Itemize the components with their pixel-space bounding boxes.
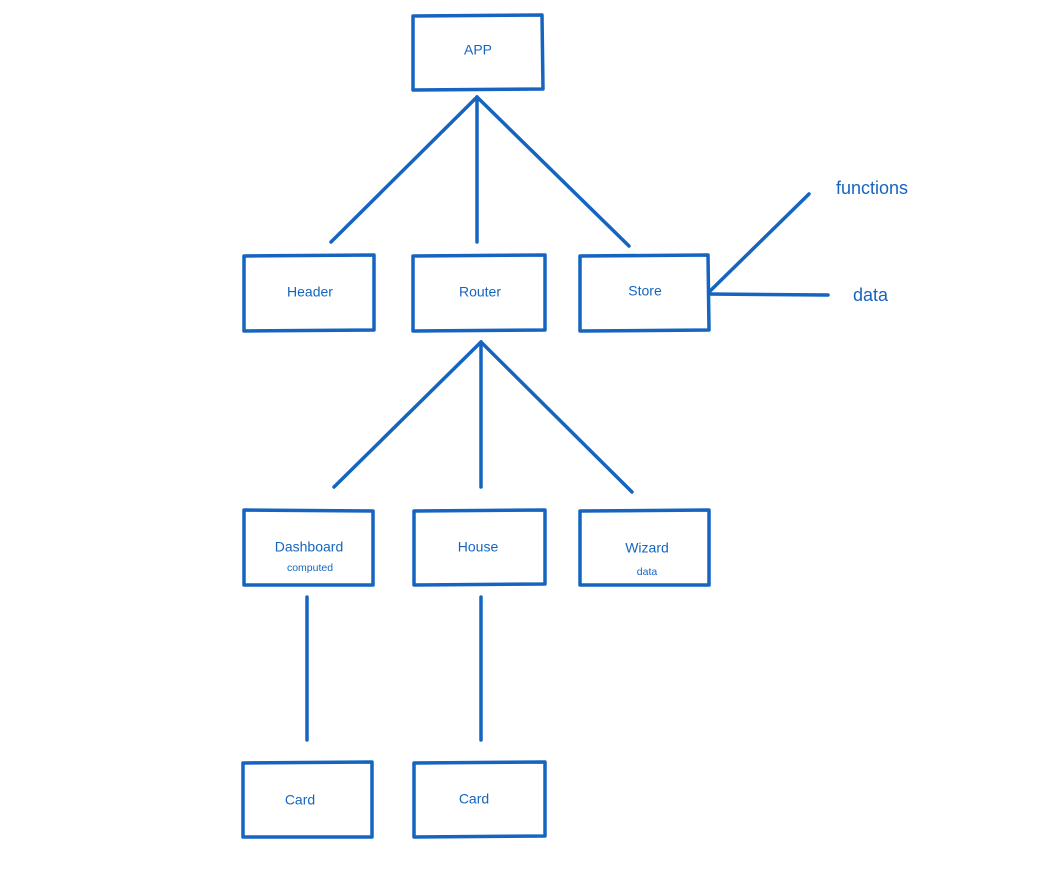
annotation-functions: functions [836,178,908,198]
node-wizard-label: Wizard [625,540,669,556]
node-house: House [412,508,547,587]
node-header: Header [242,253,376,333]
node-header-label: Header [287,284,333,300]
node-house-label: House [458,539,499,555]
edge-store-data [705,292,830,297]
node-wizard-note: data [637,566,658,578]
node-dashboard-card-label: Card [285,792,315,808]
node-house-card: Card [412,760,547,839]
node-house-card-label: Card [459,791,489,807]
node-store: Store [578,253,711,333]
edge-router-wizard [479,340,634,494]
node-app: APP [411,13,545,92]
node-dashboard-note: computed [287,562,333,574]
node-store-label: Store [628,283,662,299]
node-router-label: Router [459,284,501,300]
node-dashboard-card: Card [241,760,374,839]
annotation-data: data [853,285,889,305]
node-dashboard-label: Dashboard [275,539,344,555]
edge-router-dashboard [332,340,483,489]
edge-store-functions [705,192,811,296]
node-wizard: Wizard data [578,508,711,587]
edge-app-store [475,95,631,248]
node-router: Router [411,253,547,333]
edge-app-header [329,95,479,244]
edges [305,95,830,742]
node-app-label: APP [464,42,492,58]
node-dashboard: Dashboard computed [242,508,375,587]
